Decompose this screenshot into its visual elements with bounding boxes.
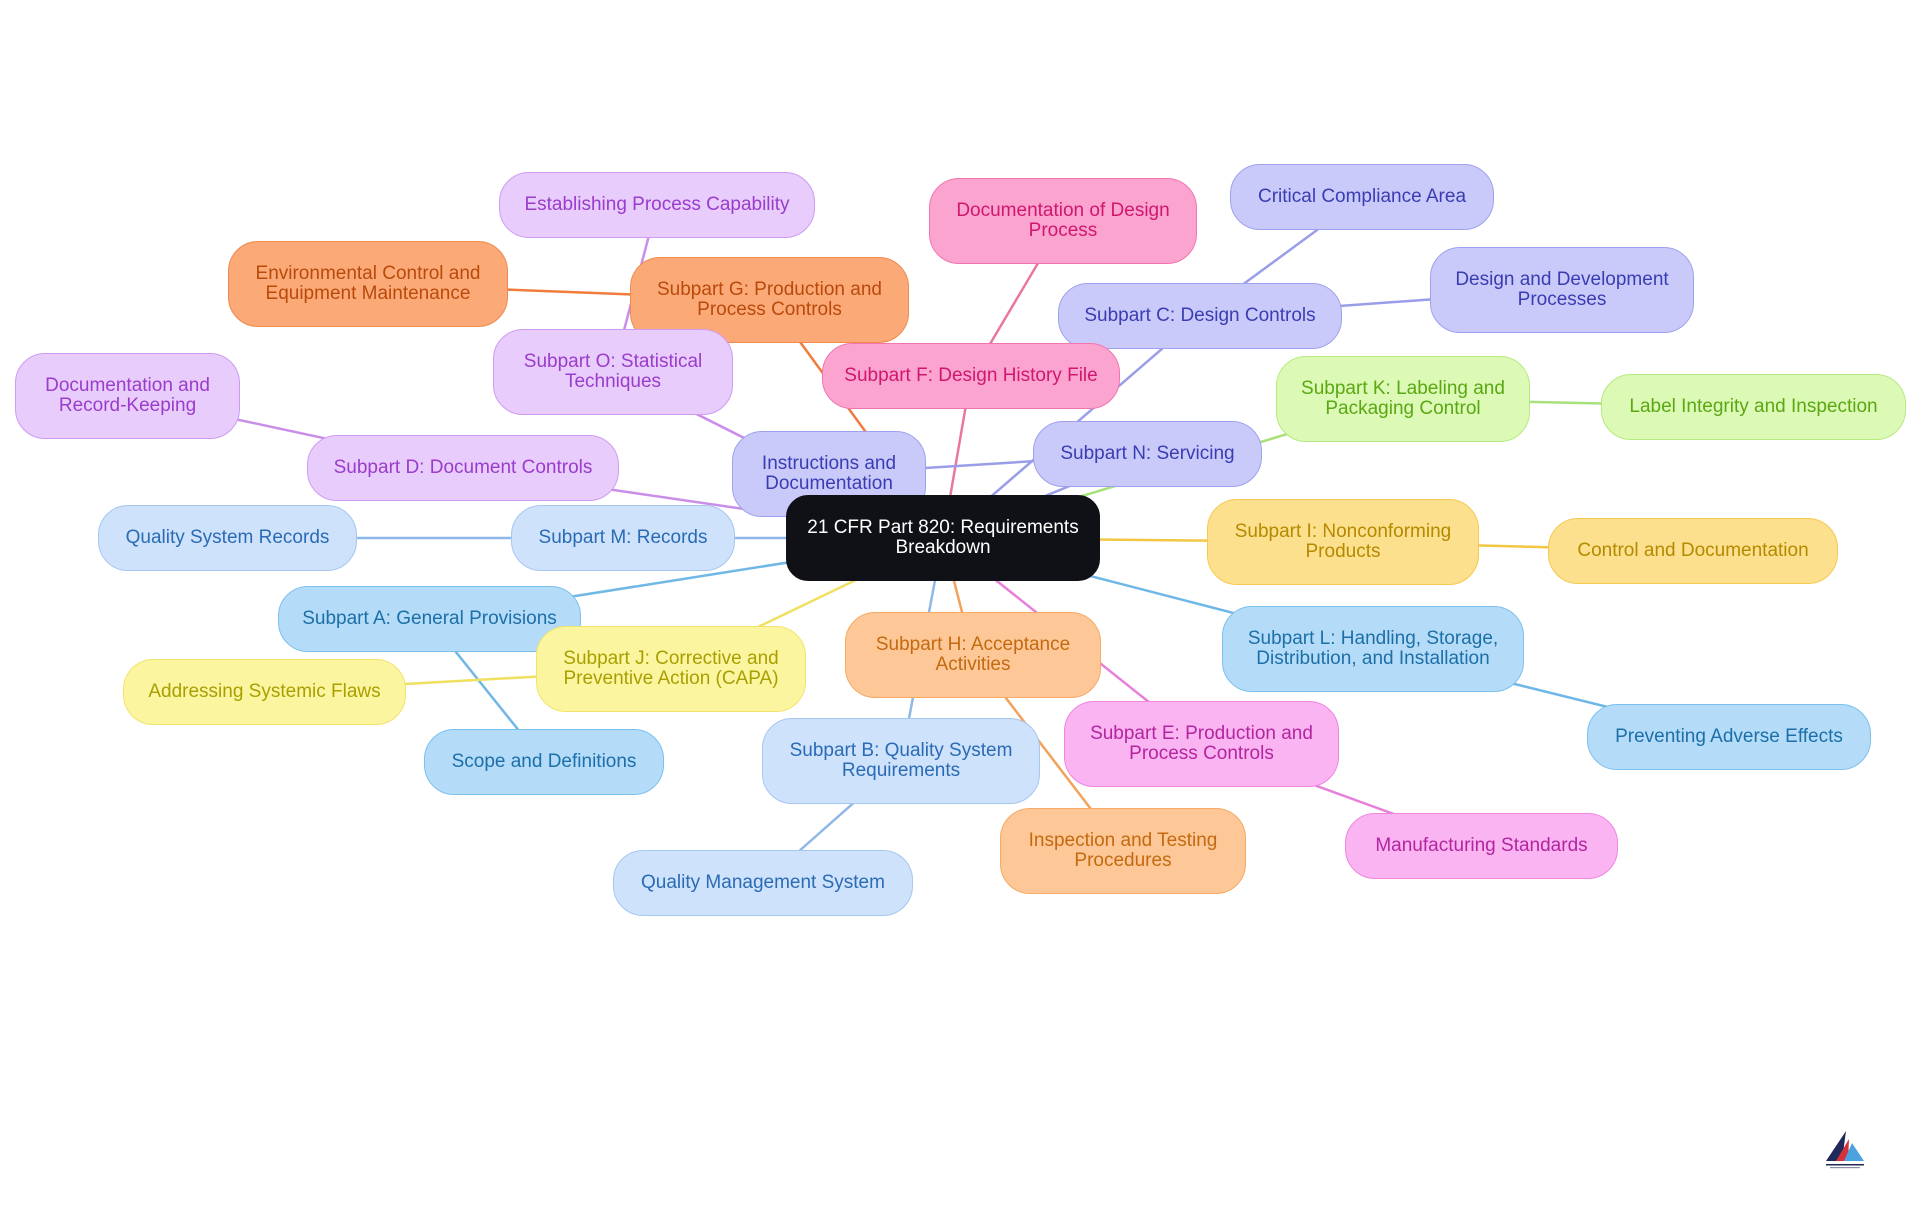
node-label: Manufacturing Standards	[1375, 835, 1588, 856]
node-f[interactable]: Subpart F: Design History File	[822, 343, 1120, 409]
node-label: 21 CFR Part 820: Requirements Breakdown	[807, 517, 1079, 558]
node-label: Subpart F: Design History File	[844, 365, 1098, 386]
node-g1[interactable]: Environmental Control and Equipment Main…	[228, 241, 508, 327]
node-i[interactable]: Subpart I: Nonconforming Products	[1207, 499, 1479, 585]
node-b1[interactable]: Quality Management System	[613, 850, 913, 916]
node-d1[interactable]: Documentation and Record-Keeping	[15, 353, 240, 439]
node-label: Documentation of Design Process	[956, 200, 1170, 241]
node-e1[interactable]: Manufacturing Standards	[1345, 813, 1618, 879]
node-g[interactable]: Subpart G: Production and Process Contro…	[630, 257, 909, 343]
node-label: Subpart H: Acceptance Activities	[875, 634, 1071, 675]
node-h[interactable]: Subpart H: Acceptance Activities	[845, 612, 1101, 698]
node-label: Instructions and Documentation	[761, 453, 897, 494]
node-label: Preventing Adverse Effects	[1615, 726, 1843, 747]
node-label: Subpart A: General Provisions	[302, 608, 557, 629]
node-label: Subpart D: Document Controls	[333, 457, 593, 478]
node-label: Control and Documentation	[1577, 540, 1809, 561]
node-label: Quality Management System	[641, 872, 885, 893]
node-label: Subpart E: Production and Process Contro…	[1090, 723, 1313, 764]
node-k1[interactable]: Label Integrity and Inspection	[1601, 374, 1906, 440]
node-label: Subpart O: Statistical Techniques	[523, 351, 703, 392]
node-label: Environmental Control and Equipment Main…	[255, 263, 481, 304]
node-label: Subpart B: Quality System Requirements	[789, 740, 1013, 781]
node-label: Subpart J: Corrective and Preventive Act…	[563, 648, 779, 689]
node-label: Critical Compliance Area	[1257, 186, 1467, 207]
node-label: Design and Development Processes	[1455, 269, 1669, 310]
node-n1[interactable]: Instructions and Documentation	[732, 431, 926, 517]
node-label: Documentation and Record-Keeping	[45, 375, 210, 416]
node-label: Establishing Process Capability	[524, 194, 790, 215]
brand-logo-icon	[1822, 1125, 1872, 1171]
node-b[interactable]: Subpart B: Quality System Requirements	[762, 718, 1040, 804]
node-h1[interactable]: Inspection and Testing Procedures	[1000, 808, 1246, 894]
node-e[interactable]: Subpart E: Production and Process Contro…	[1064, 701, 1339, 787]
node-label: Scope and Definitions	[451, 751, 637, 772]
node-label: Label Integrity and Inspection	[1629, 396, 1878, 417]
node-i1[interactable]: Control and Documentation	[1548, 518, 1838, 584]
node-m1[interactable]: Quality System Records	[98, 505, 357, 571]
node-f1[interactable]: Documentation of Design Process	[929, 178, 1197, 264]
node-label: Subpart N: Servicing	[1060, 443, 1235, 464]
node-label: Subpart C: Design Controls	[1084, 305, 1316, 326]
node-label: Subpart I: Nonconforming Products	[1234, 521, 1452, 562]
node-label: Subpart L: Handling, Storage, Distributi…	[1247, 628, 1499, 669]
node-c2[interactable]: Design and Development Processes	[1430, 247, 1694, 333]
node-a[interactable]: Subpart A: General Provisions	[278, 586, 581, 652]
node-n[interactable]: Subpart N: Servicing	[1033, 421, 1262, 487]
node-d[interactable]: Subpart D: Document Controls	[307, 435, 619, 501]
node-k[interactable]: Subpart K: Labeling and Packaging Contro…	[1276, 356, 1530, 442]
node-c[interactable]: Subpart C: Design Controls	[1058, 283, 1342, 349]
node-l[interactable]: Subpart L: Handling, Storage, Distributi…	[1222, 606, 1524, 692]
node-j1[interactable]: Addressing Systemic Flaws	[123, 659, 406, 725]
node-label: Subpart M: Records	[538, 527, 708, 548]
root-node[interactable]: 21 CFR Part 820: Requirements Breakdown	[786, 495, 1100, 581]
node-label: Subpart K: Labeling and Packaging Contro…	[1301, 378, 1505, 419]
node-j[interactable]: Subpart J: Corrective and Preventive Act…	[536, 626, 806, 712]
node-label: Quality System Records	[125, 527, 330, 548]
node-label: Inspection and Testing Procedures	[1028, 830, 1218, 871]
node-label: Addressing Systemic Flaws	[148, 681, 381, 702]
node-c1[interactable]: Critical Compliance Area	[1230, 164, 1494, 230]
node-label: Subpart G: Production and Process Contro…	[657, 279, 882, 320]
node-m[interactable]: Subpart M: Records	[511, 505, 735, 571]
node-o[interactable]: Subpart O: Statistical Techniques	[493, 329, 733, 415]
node-l1[interactable]: Preventing Adverse Effects	[1587, 704, 1871, 770]
node-o1[interactable]: Establishing Process Capability	[499, 172, 815, 238]
node-a1[interactable]: Scope and Definitions	[424, 729, 664, 795]
